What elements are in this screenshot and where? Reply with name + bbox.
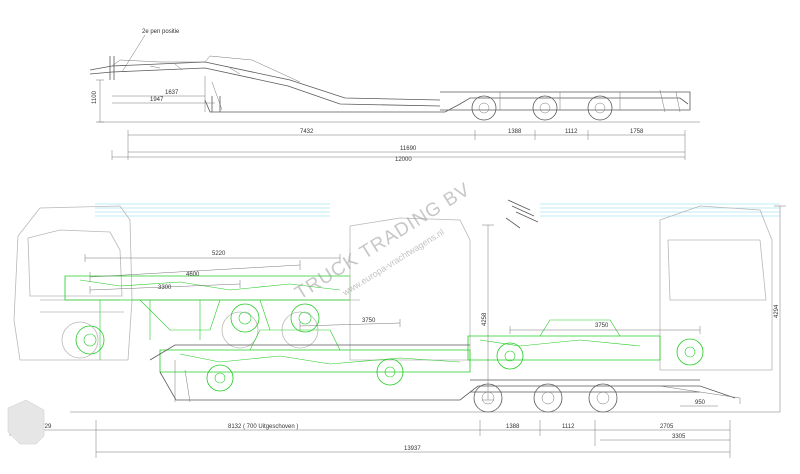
bottom-dim-1388: 1388 [506, 424, 520, 430]
height-reference-lines [95, 203, 780, 217]
note-position-label: 2e pen positie [142, 29, 180, 35]
trailer-chassis-lower [149, 199, 741, 413]
bottom-dim-1729: 1729 [38, 424, 52, 430]
bottom-dim-13937: 13937 [404, 446, 421, 452]
bottom-dim-4258: 4258 [482, 312, 488, 326]
top-dim-1388: 1388 [508, 129, 522, 135]
top-dim-1112: 1112 [565, 129, 578, 135]
bottom-dimension-lines [9, 420, 731, 458]
bottom-dim-8132: 8132 ( 700 Uitgeschoven ) [228, 424, 298, 430]
bottom-dim-2705: 2705 [660, 424, 674, 430]
top-dim-7432: 7432 [300, 129, 314, 135]
watermark-main-text: TRUCK TRADING BV [292, 179, 475, 304]
watermark: TRUCK TRADING BV www.europa-vrachtwagens… [7, 179, 475, 445]
top-dim-1758: 1758 [630, 129, 644, 135]
top-dim-1947: 1947 [150, 97, 164, 103]
top-dimension-lines [96, 79, 700, 160]
bottom-dim-4600: 4600 [186, 272, 200, 278]
bottom-dim-950: 950 [695, 400, 706, 406]
watermark-logo-icon [7, 399, 45, 445]
bottom-dim-4294: 4294 [774, 304, 780, 318]
bottom-dim-1112: 1112 [562, 424, 575, 430]
top-dim-11690: 11690 [400, 146, 417, 152]
inner-dimension-lines [84, 205, 786, 412]
top-dim-1637: 1637 [165, 90, 179, 96]
loaded-truck-rear [467, 205, 773, 371]
bottom-dim-3305: 3305 [672, 434, 686, 440]
top-dim-height: 1100 [92, 90, 98, 104]
bottom-dim-3750-middle: 3750 [362, 318, 376, 324]
bottom-dim-3750-rear: 3750 [595, 323, 609, 329]
bottom-dim-5220: 5220 [212, 251, 226, 257]
top-dim-12000: 12000 [395, 157, 412, 163]
bottom-dim-3300: 3300 [158, 285, 172, 291]
top-trailer-drawing [89, 55, 691, 121]
loaded-truck-middle [159, 217, 471, 392]
note-leader-line [121, 34, 146, 73]
